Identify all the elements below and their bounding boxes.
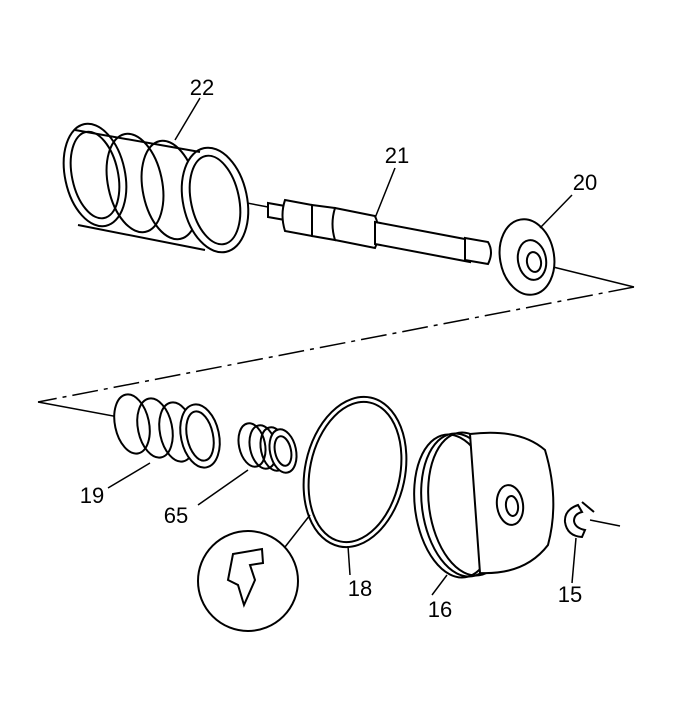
callout-18: 18 — [348, 576, 372, 601]
part-21-valve-shaft — [267, 198, 492, 266]
part-19-medium-spring — [113, 393, 221, 469]
callout-19: 19 — [80, 483, 104, 508]
callout-16: 16 — [428, 597, 452, 622]
part-65-small-spring — [237, 422, 298, 474]
part-22-large-spring — [62, 122, 250, 254]
part-18-seal-ring — [302, 395, 408, 549]
callout-65: 65 — [164, 503, 188, 528]
callout-21: 21 — [385, 143, 409, 168]
part-20-washer — [498, 218, 556, 296]
part-15-retaining-clip — [563, 501, 595, 539]
callout-20: 20 — [573, 170, 597, 195]
leader-lines — [107, 97, 577, 596]
callout-22: 22 — [190, 75, 214, 100]
part-16-cover — [413, 431, 555, 579]
seal-detail-inset — [197, 514, 311, 632]
callout-15: 15 — [558, 582, 582, 607]
